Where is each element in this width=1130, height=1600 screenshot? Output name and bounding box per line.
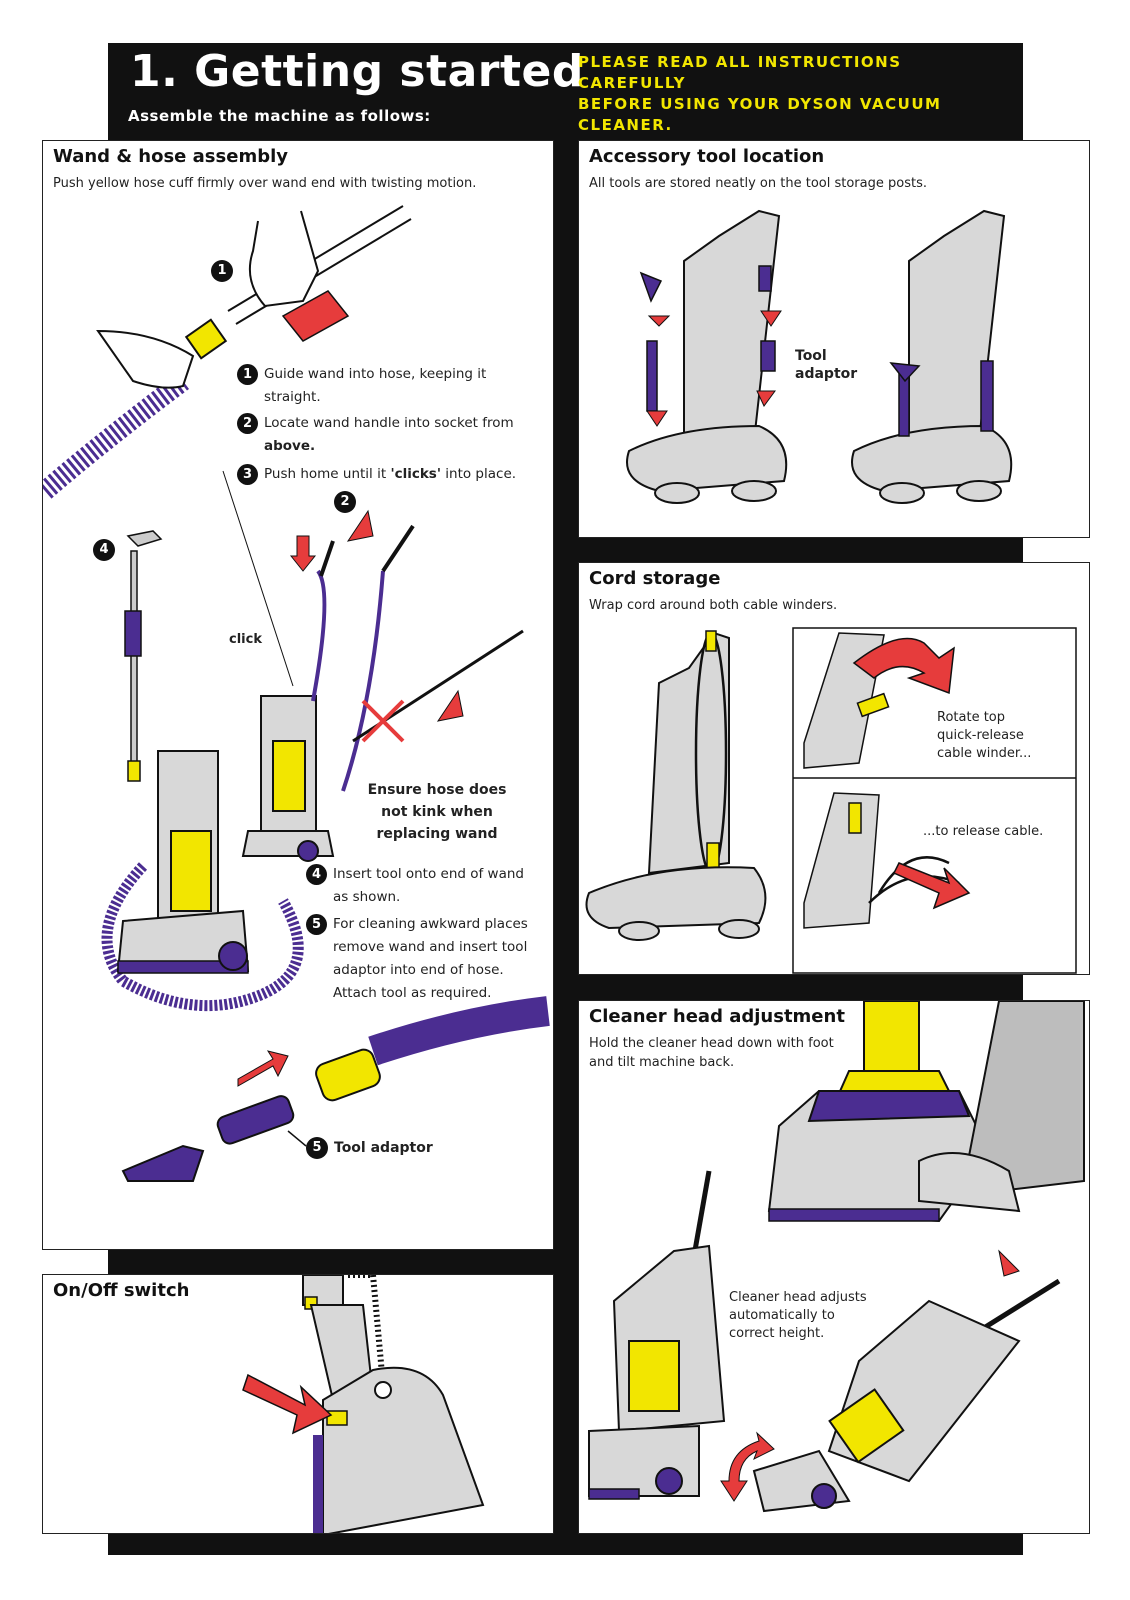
step-1-number: 1 [237, 364, 258, 385]
wand-hose-illustration [43, 205, 550, 1182]
cord-title: Cord storage [589, 568, 721, 589]
accessory-machine-right [851, 209, 1013, 504]
step-5-number: 5 [306, 914, 327, 935]
onoff-panel: On/Off switch [42, 1274, 554, 1534]
cord-description: Wrap cord around both cable winders. [589, 598, 838, 613]
step-3-bold: 'clicks' [390, 466, 441, 482]
badge-1: 1 [211, 260, 233, 282]
foot-on-head-art [767, 1001, 1085, 1223]
kink-warning: Ensure hose does not kink when replacing… [367, 782, 507, 842]
step-1: 1 Guide wand into hose, keeping it strai… [237, 363, 514, 409]
cleaner-head-description: Hold the cleaner head down with foot and… [589, 1036, 834, 1070]
cord-release-label: ...to release cable. [923, 824, 1044, 839]
onoff-illustration [242, 1275, 485, 1533]
accessory-tool-adaptor-label: Tool adaptor [795, 348, 858, 382]
accessory-description: All tools are stored neatly on the tool … [589, 176, 927, 191]
step-5: 5 For cleaning awkward places remove wan… [306, 913, 533, 1005]
warning-line-1: PLEASE READ ALL INSTRUCTIONS CAREFULLY [578, 53, 902, 92]
badge-2: 2 [334, 491, 356, 513]
cord-illustration [585, 627, 1077, 974]
step-3-number: 3 [237, 464, 258, 485]
upright-machine-art [588, 1170, 726, 1500]
accessory-illustration [626, 209, 1013, 504]
step-1-text: Guide wand into hose, keeping it straigh… [264, 366, 487, 405]
tool-adaptor-label: Tool adaptor [334, 1140, 433, 1156]
onoff-title: On/Off switch [53, 1280, 190, 1301]
step-2-number: 2 [237, 413, 258, 434]
step-4: 4 Insert tool onto end of wand as shown. [306, 863, 533, 909]
cleaner-head-illustration [588, 1001, 1085, 1513]
cord-detail-frame [792, 627, 1077, 974]
click-label: click [229, 632, 262, 647]
assembled-machine-art [101, 530, 304, 1012]
badge-5: 5 [306, 1137, 328, 1159]
step-4-number: 4 [306, 864, 327, 885]
wand-hose-description: Push yellow hose cuff firmly over wand e… [53, 176, 477, 191]
machine-click-art [222, 470, 524, 862]
step-2-text: Locate wand handle into socket from [264, 415, 514, 431]
step-5-text: For cleaning awkward places remove wand … [333, 916, 528, 1001]
accessory-machine-left [626, 209, 788, 504]
accessory-panel: Accessory tool location All tools are st… [578, 140, 1090, 538]
badge-4: 4 [93, 539, 115, 561]
page-title: 1. Getting started [130, 46, 584, 97]
hose-connection-art [43, 205, 412, 499]
warning-line-2: BEFORE USING YOUR DYSON VACUUM CLEANER. [578, 95, 942, 134]
step-3: 3 Push home until it 'clicks' into place… [237, 463, 534, 486]
accessory-title: Accessory tool location [589, 146, 825, 167]
wand-hose-panel: Wand & hose assembly Push yellow hose cu… [42, 140, 554, 1250]
cleaner-head-adjust-label: Cleaner head adjusts automatically to co… [729, 1290, 867, 1341]
page-subtitle: Assemble the machine as follows: [128, 107, 431, 125]
step-2: 2 Locate wand handle into socket from ab… [237, 412, 514, 458]
cleaner-head-panel: Cleaner head adjustment Hold the cleaner… [578, 1000, 1090, 1534]
step-3-text: Push home until it [264, 466, 391, 482]
step-4-text: Insert tool onto end of wand as shown. [333, 866, 524, 905]
warning-text: PLEASE READ ALL INSTRUCTIONS CAREFULLY B… [578, 52, 1008, 136]
cord-machine-art [585, 630, 767, 941]
wand-hose-title: Wand & hose assembly [53, 146, 288, 167]
cleaner-head-title: Cleaner head adjustment [589, 1006, 845, 1027]
cord-rotate-label: Rotate top quick-release cable winder... [937, 710, 1032, 761]
step-3-text-end: into place. [440, 466, 517, 482]
cord-panel: Cord storage Wrap cord around both cable… [578, 562, 1090, 975]
step-2-bold: above. [264, 438, 316, 454]
tool-adaptor-art [121, 996, 550, 1182]
tilted-machine-art [720, 1249, 1061, 1513]
